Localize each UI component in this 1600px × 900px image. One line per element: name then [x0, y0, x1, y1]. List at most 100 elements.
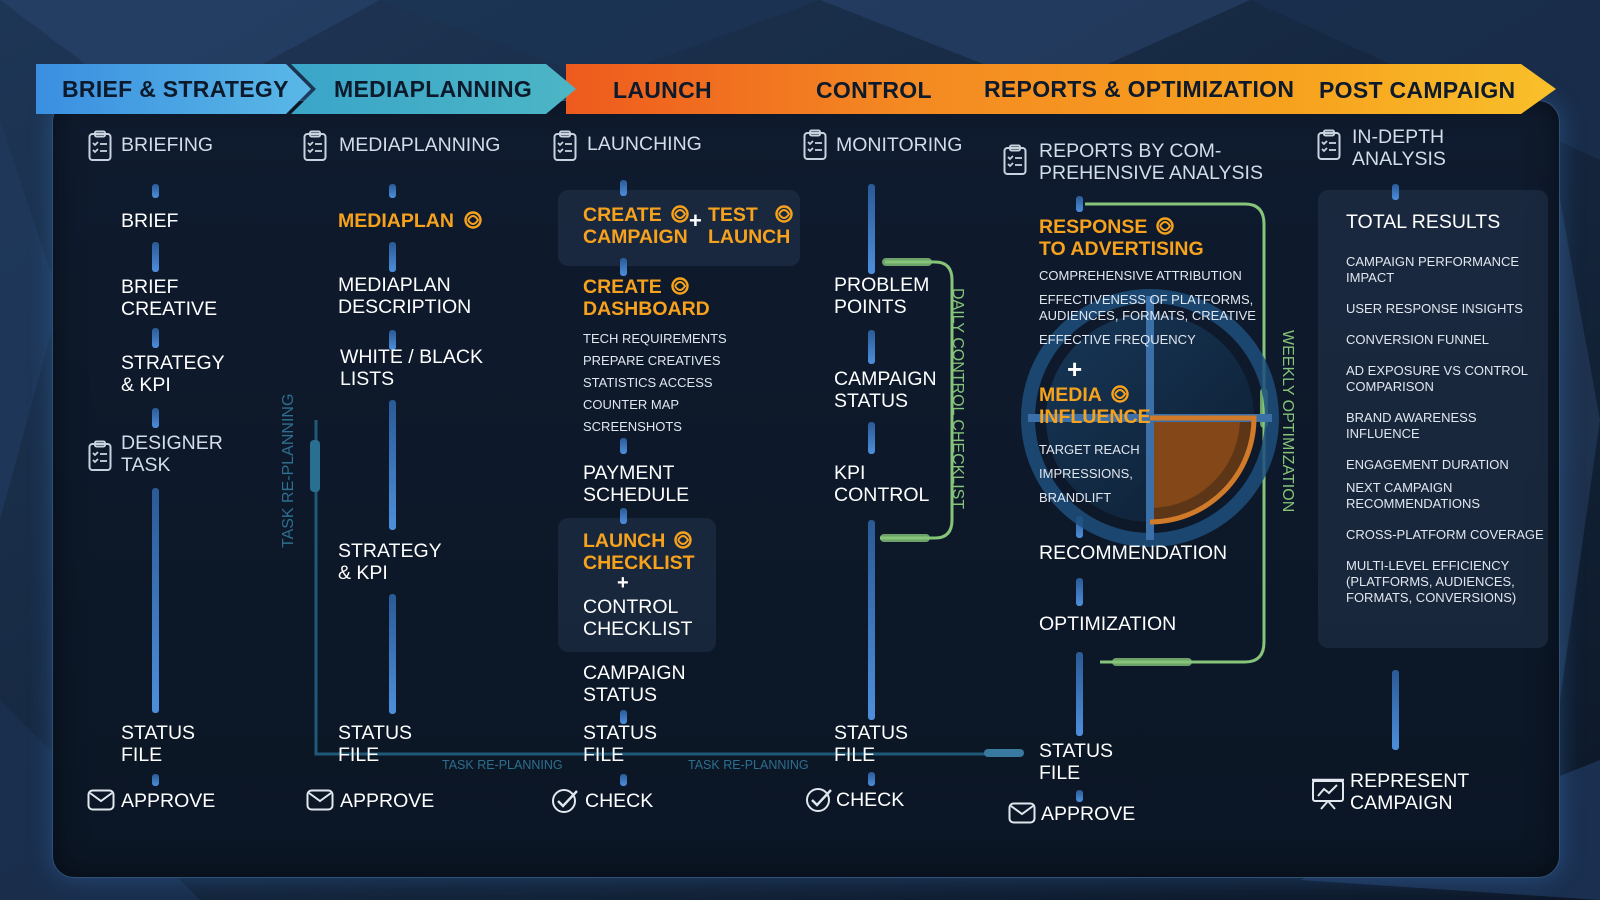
task-replanning-label: TASK RE-PLANNING	[442, 758, 563, 772]
ring-graphic	[1021, 289, 1279, 547]
approve-action[interactable]: APPROVE	[340, 790, 435, 812]
daily-control-loop	[880, 260, 954, 540]
col2-arrows	[389, 184, 396, 714]
diagram-panel	[52, 100, 1560, 878]
clipboard-icon	[88, 130, 112, 161]
brief-step: BRIEF	[121, 210, 179, 232]
clipboard-icon	[553, 130, 577, 161]
replanning-arrow-tip	[984, 749, 1024, 757]
test-launch-step: TEST LAUNCH	[708, 204, 794, 248]
envelope-icon	[1008, 802, 1036, 824]
list-item: BRANDLIFT	[1039, 490, 1112, 505]
col4-arrows	[868, 184, 875, 786]
approve-action[interactable]: APPROVE	[1041, 803, 1136, 825]
presentation-icon	[1312, 778, 1344, 810]
create-dashboard-step: CREATE DASHBOARD	[583, 276, 710, 320]
total-results: TOTAL RESULTS	[1346, 211, 1501, 233]
envelope-icon	[306, 789, 334, 811]
clipboard-icon	[1003, 144, 1027, 175]
list-item: AUDIENCES, FORMATS, CREATIVE	[1039, 308, 1256, 323]
optimization-step: OPTIMIZATION	[1039, 613, 1177, 635]
dashboard-items: TECH REQUIREMENTS PREPARE CREATIVES STAT…	[583, 328, 727, 438]
stage-mediaplanning-segment	[291, 64, 576, 114]
clipboard-icon	[1317, 129, 1341, 160]
stage-label: MEDIAPLANNING	[334, 76, 533, 102]
col6-arrows	[1392, 184, 1399, 750]
stage-label: BRIEF & STRATEGY	[62, 76, 289, 102]
list-item: TECH REQUIREMENTS	[583, 331, 727, 346]
stage-brief-segment	[36, 64, 311, 114]
media-influence-step: MEDIA INFLUENCE	[1039, 384, 1151, 428]
list-item: EFFECTIVE FREQUENCY	[1039, 332, 1196, 347]
col5-heading: REPORTS BY COM-PREHENSIVE ANALYSIS	[1039, 140, 1263, 184]
ai-knot-icon	[1156, 217, 1175, 235]
check-circle-icon	[552, 789, 578, 813]
col3-heading: LAUNCHING	[587, 133, 702, 155]
plus-sign: +	[1067, 354, 1083, 384]
check-action[interactable]: CHECK	[836, 789, 905, 811]
check-action[interactable]: CHECK	[585, 790, 654, 812]
clipboard-icon	[303, 130, 327, 161]
list-item: CROSS-PLATFORM COVERAGE	[1346, 527, 1544, 542]
list-item: USER RESPONSE INSIGHTS	[1346, 301, 1523, 316]
stage-label: CONTROL	[816, 77, 932, 103]
ai-knot-icon	[671, 205, 689, 223]
daily-control-checklist-label: DAILY CONTROL CHECKLIST	[949, 288, 966, 510]
weekly-optimization-loop	[1085, 202, 1266, 664]
task-replanning-label: TASK RE-PLANNING	[688, 758, 809, 772]
mediaplan-step: MEDIAPLAN	[338, 210, 483, 232]
media-items: TARGET REACH IMPRESSIONS, BRANDLIFT	[1039, 438, 1140, 510]
ai-knot-icon	[674, 531, 693, 549]
stage-label: REPORTS & OPTIMIZATION	[984, 76, 1295, 102]
weekly-optimization-label: WEEKLY OPTIMIZATION	[1279, 330, 1296, 513]
replanning-loop-lines	[314, 420, 1020, 756]
response-items: COMPREHENSIVE ATTRIBUTION EFFECTIVENESS …	[1039, 268, 1256, 348]
col1-heading: BRIEFING	[121, 134, 214, 156]
list-item: CONVERSION FUNNEL	[1346, 332, 1490, 347]
envelope-icon	[87, 789, 115, 811]
ai-knot-icon	[1111, 385, 1129, 403]
list-item: IMPRESSIONS,	[1039, 466, 1133, 481]
list-item: MULTI-LEVEL EFFICIENCY(PLATFORMS, AUDIEN…	[1346, 558, 1517, 605]
stage-launch-to-post-segment	[566, 64, 1556, 114]
list-item: COUNTER MAP	[583, 397, 680, 412]
col3-arrows	[620, 180, 627, 786]
list-item: SCREENSHOTS	[583, 419, 682, 434]
create-test-box	[558, 190, 800, 266]
clipboard-icon	[803, 129, 827, 160]
approve-action[interactable]: APPROVE	[121, 790, 216, 812]
task-replanning-vertical: TASK RE-PLANNING	[280, 393, 297, 548]
stage-label: POST CAMPAIGN	[1319, 77, 1516, 103]
list-item: TARGET REACH	[1039, 442, 1140, 457]
replanning-arrow-head	[310, 440, 320, 492]
list-item: EFFECTIVENESS OF PLATFORMS,	[1039, 292, 1254, 307]
stage-header-bar	[36, 64, 1556, 114]
list-item: ENGAGEMENT DURATION	[1346, 457, 1509, 472]
list-item: STATISTICS ACCESS	[583, 375, 713, 390]
col1-arrows	[152, 184, 159, 786]
strategy-kpi-step: STRATEGY& KPI	[121, 352, 225, 396]
response-to-advertising-step: RESPONSE TO ADVERTISING	[1039, 216, 1204, 260]
ai-knot-icon	[671, 277, 689, 295]
col2-heading: MEDIAPLANNING	[339, 134, 501, 156]
plus-sign: +	[689, 208, 702, 233]
